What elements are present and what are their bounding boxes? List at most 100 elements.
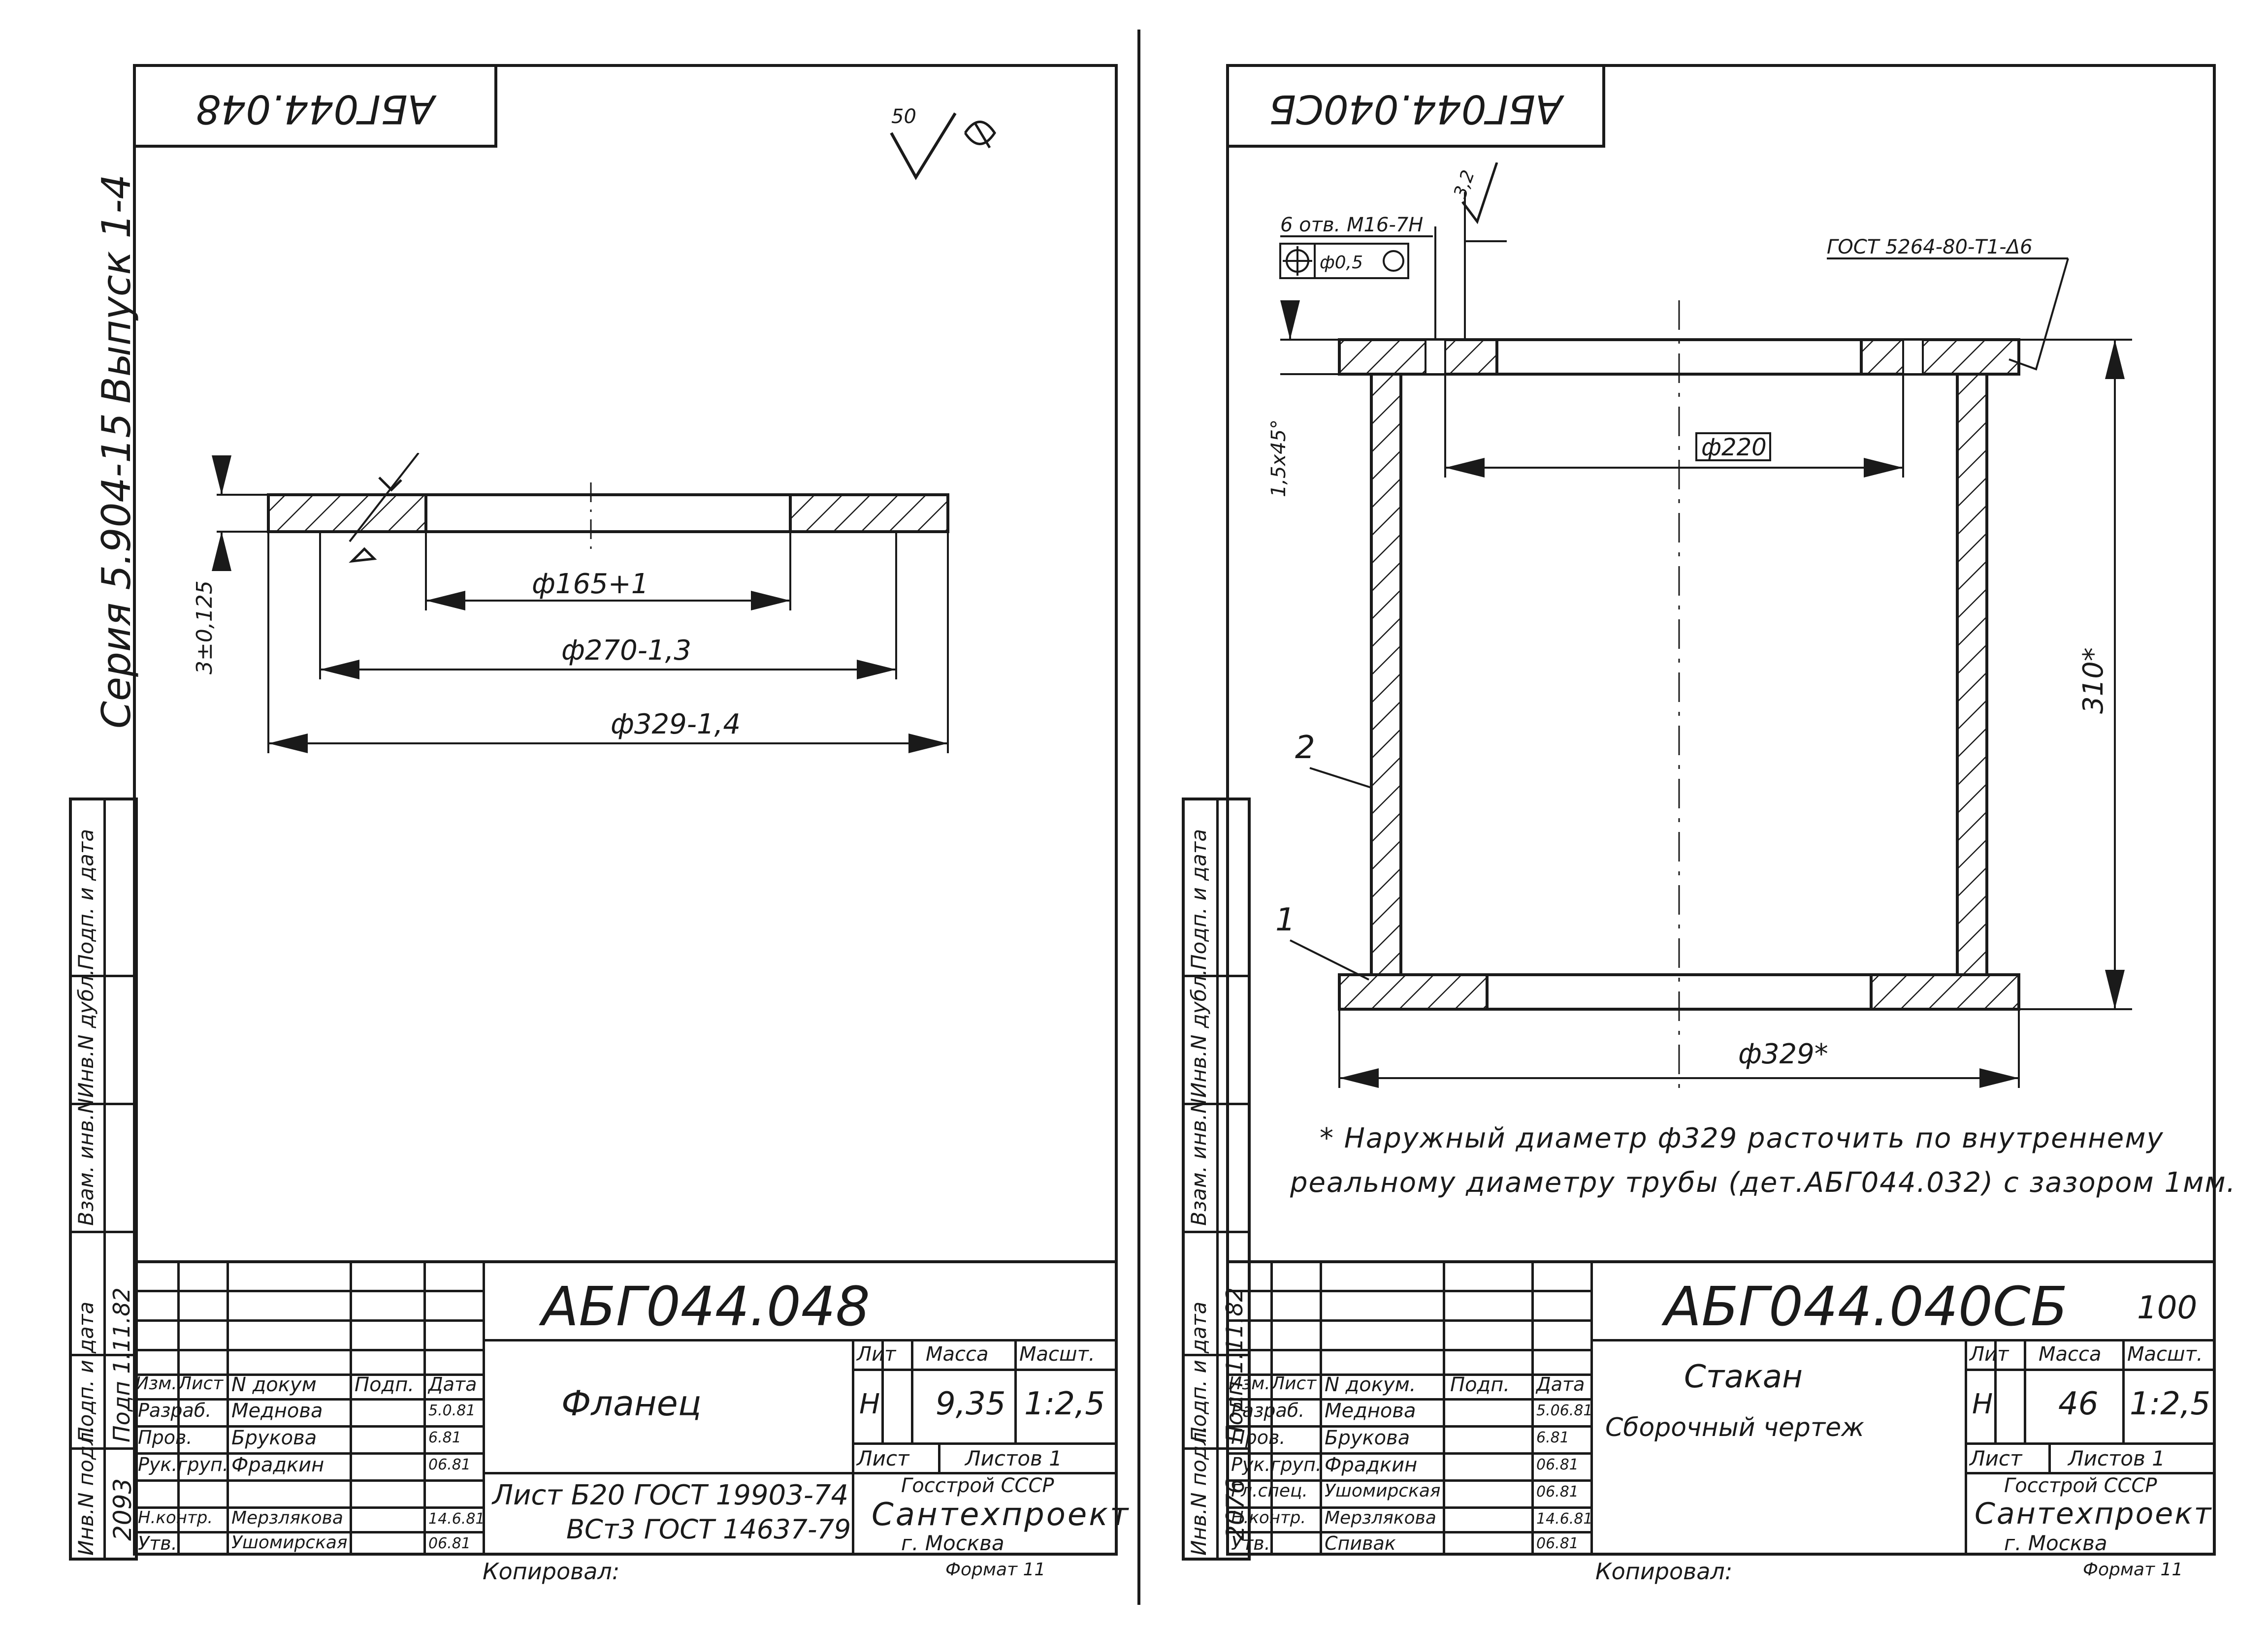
- left-name: Брукова: [231, 1427, 317, 1449]
- sheet-separator: [1137, 30, 1140, 1605]
- assembly-drawing: ф220 ф329* 310* 1,5х45° 3,2 6 отв. М16-7…: [1267, 162, 2157, 1124]
- right-role: Рук.груп.: [1231, 1454, 1322, 1475]
- left-top-code: АБГ044.048: [195, 86, 435, 132]
- right-side-invd: Инв.N дубл.: [1187, 969, 1211, 1098]
- right-role: Н.контр.: [1231, 1508, 1306, 1528]
- note-line-1: * Наружный диаметр ф329 расточить по вну…: [1320, 1122, 2164, 1154]
- right-sheets-label: Листов 1: [2068, 1446, 2165, 1470]
- left-tb-line: [133, 1506, 483, 1509]
- dim-outer-assembly: ф329*: [1738, 1038, 1828, 1070]
- bottom-flange-section-left: [1338, 973, 1489, 1011]
- right-mass-label: Масса: [2039, 1343, 2102, 1366]
- left-top-code-box: [133, 64, 497, 148]
- right-lit-value: Н: [1972, 1388, 1993, 1420]
- left-tb-line: [938, 1442, 940, 1472]
- right-tb-line: [1590, 1339, 2216, 1341]
- right-name: Ушомирская: [1325, 1481, 1441, 1501]
- left-tb-line: [133, 1319, 483, 1322]
- left-head-doc: N докум: [231, 1373, 317, 1396]
- right-name: Брукова: [1325, 1427, 1410, 1449]
- right-tb-line: [1226, 1398, 1590, 1401]
- right-format: Формат 11: [2083, 1560, 2183, 1580]
- right-tb-line: [1443, 1260, 1445, 1556]
- right-side-podp2: Подп. и дата: [1187, 1301, 1211, 1442]
- left-tb-line: [133, 1452, 483, 1455]
- left-tb-line: [881, 1339, 884, 1442]
- right-scale-value: 1:2,5: [2130, 1386, 2211, 1422]
- left-tb-line: [227, 1260, 229, 1556]
- left-material-1: Лист Б20 ГОСТ 19903-74: [492, 1479, 849, 1511]
- right-tb-line: [1965, 1369, 2216, 1371]
- right-date: 06.81: [1536, 1456, 1579, 1473]
- left-name: Ушомирская: [231, 1532, 348, 1553]
- left-org-1: Госстрой СССР: [901, 1474, 1054, 1497]
- bottom-flange-section-right: [1870, 973, 2020, 1011]
- right-side-podp: Подп. и дата: [1187, 829, 1211, 970]
- left-part-name: Фланец: [561, 1383, 702, 1424]
- left-title-block: [133, 1260, 1118, 1556]
- right-top-code-box: [1226, 64, 1605, 148]
- left-series: Серия 5.904-15: [94, 413, 139, 729]
- left-head-date: Дата: [428, 1373, 477, 1395]
- left-side-date: Подп 1.11.82: [108, 1287, 135, 1442]
- left-date: 06.81: [428, 1456, 471, 1473]
- left-head-izm: Изм.: [135, 1373, 177, 1394]
- left-date: 6.81: [428, 1429, 461, 1446]
- left-tb-line: [133, 1398, 483, 1401]
- right-head-sign: Подп.: [1450, 1373, 1510, 1396]
- left-tb-line: [133, 1349, 483, 1351]
- left-lit-label: Лит: [857, 1343, 896, 1366]
- tolerance-label: ф0,5: [1320, 253, 1363, 273]
- left-sheets-label: Листов 1: [965, 1446, 1062, 1470]
- right-side-vzam: Взам. инв.N: [1187, 1098, 1211, 1226]
- right-tb-line: [2122, 1339, 2125, 1442]
- left-tb-line: [483, 1339, 1118, 1341]
- left-mass-value: 9,35: [936, 1386, 1006, 1422]
- left-org-3: г. Москва: [901, 1531, 1004, 1555]
- right-tb-line: [1965, 1472, 2216, 1474]
- right-head-date: Дата: [1536, 1373, 1585, 1395]
- left-role: Н.контр.: [138, 1508, 213, 1528]
- dim-height: 310*: [2077, 647, 2109, 714]
- position-2: 2: [1295, 730, 1315, 766]
- right-tb-line: [1320, 1260, 1322, 1556]
- right-mass-value: 46: [2058, 1386, 2099, 1422]
- left-tb-line: [177, 1260, 180, 1556]
- right-date: 14.6.81: [1536, 1510, 1593, 1528]
- right-sheet-label: Лист: [1970, 1446, 2022, 1470]
- dim-middle: ф270-1,3: [561, 635, 691, 667]
- left-tb-line: [423, 1260, 426, 1556]
- right-tb-line: [1270, 1260, 1273, 1556]
- right-scale-label: Масшт.: [2127, 1343, 2203, 1366]
- left-head-list: Лист: [178, 1373, 224, 1394]
- holes-label: 6 отв. М16-7Н: [1280, 214, 1423, 236]
- dim-inner: ф220: [1701, 434, 1767, 461]
- left-tb-line: [483, 1472, 1118, 1474]
- right-role: Гл.спец.: [1231, 1481, 1308, 1501]
- right-tb-line: [1226, 1373, 1590, 1376]
- left-date: 06.81: [428, 1535, 471, 1552]
- right-role: Разраб.: [1231, 1400, 1305, 1421]
- dim-outer: ф329-1,4: [611, 708, 741, 740]
- right-tb-line: [1965, 1442, 2216, 1445]
- right-tb-line: [1226, 1349, 1590, 1351]
- left-tb-line: [852, 1369, 1118, 1371]
- position-1: 1: [1275, 902, 1296, 938]
- right-org-2: Сантехпроект: [1975, 1497, 2213, 1531]
- left-lit-value: Н: [859, 1388, 880, 1420]
- left-mass-label: Масса: [926, 1343, 989, 1366]
- left-role: Разраб.: [138, 1400, 212, 1421]
- left-tb-line: [350, 1260, 352, 1556]
- right-roughness: 3,2: [1450, 167, 1479, 201]
- pipe-wall-right: [1956, 373, 1988, 976]
- dim-thickness: 3±0,125: [192, 580, 217, 674]
- left-side-podp2: Подп. и дата: [74, 1301, 98, 1442]
- left-side-invd: Инв.N дубл.: [74, 969, 98, 1098]
- right-tb-line: [2048, 1442, 2051, 1472]
- right-tb-line: [1994, 1339, 1997, 1442]
- left-copied: Копировал:: [483, 1558, 620, 1585]
- flange-section-left: [267, 493, 427, 533]
- top-flange-section-right: [1860, 338, 2020, 376]
- left-sheet-label: Лист: [857, 1446, 909, 1470]
- svg-text:50: 50: [891, 105, 916, 128]
